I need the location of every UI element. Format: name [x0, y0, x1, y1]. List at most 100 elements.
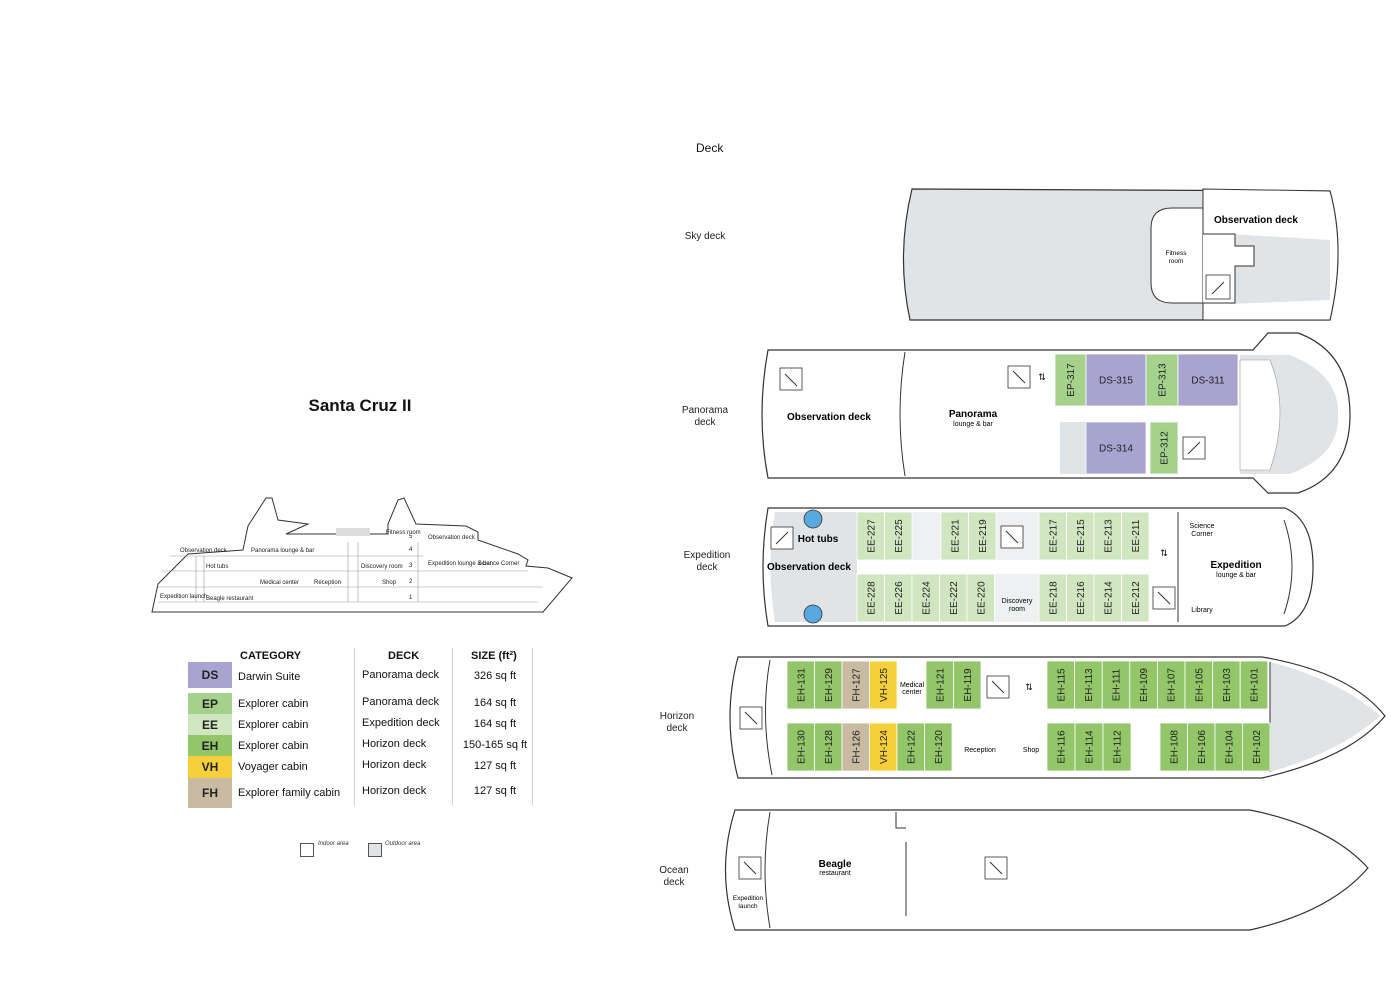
- outdoor-key-box: [368, 843, 382, 857]
- cabin-ds-311[interactable]: DS-311: [1177, 353, 1239, 407]
- profile-discovery-room: Discovery room: [361, 564, 403, 570]
- cabin-eh-122[interactable]: EH-122: [896, 722, 925, 772]
- cabin-eh-111[interactable]: EH-111: [1101, 660, 1131, 710]
- cabin-ee-211[interactable]: EE-211: [1121, 511, 1150, 561]
- cabin-label: EE-224: [921, 581, 932, 615]
- cabin-eh-101[interactable]: EH-101: [1239, 660, 1269, 710]
- sky-observation-deck-label: Observation deck: [1214, 215, 1298, 226]
- cabin-ee-214[interactable]: EE-214: [1093, 573, 1122, 623]
- cabin-eh-129[interactable]: EH-129: [814, 660, 843, 710]
- cabin-label: EE-222: [949, 581, 960, 615]
- cabin-eh-107[interactable]: EH-107: [1157, 660, 1186, 710]
- legend-deck-name: Panorama deck: [362, 669, 440, 681]
- cabin-label: EE-220: [976, 581, 987, 615]
- cabin-ee-224[interactable]: EE-224: [911, 573, 940, 623]
- reception-label: Reception: [964, 747, 996, 754]
- cabin-ee-216[interactable]: EE-216: [1066, 573, 1095, 623]
- cabin-ee-228[interactable]: EE-228: [856, 573, 885, 623]
- cabin-eh-115[interactable]: EH-115: [1046, 660, 1076, 710]
- cabin-ep-317[interactable]: EP-317: [1054, 353, 1087, 407]
- deck-header: Deck: [696, 141, 724, 155]
- cabin-ds-315[interactable]: DS-315: [1085, 353, 1147, 407]
- cabin-fh-126[interactable]: FH-126: [841, 722, 870, 772]
- cabin-eh-105[interactable]: EH-105: [1184, 660, 1214, 710]
- cabin-label: EE-212: [1131, 581, 1142, 615]
- cabin-eh-119[interactable]: EH-119: [953, 660, 982, 710]
- legend-swatch: FH: [188, 778, 232, 808]
- cabin-ds-314[interactable]: DS-314: [1085, 421, 1147, 475]
- cabin-label: EH-104: [1224, 730, 1235, 764]
- cabin-ee-227[interactable]: EE-227: [856, 511, 885, 561]
- sky-deck-label: Sky deck: [684, 231, 726, 242]
- profile-deck-number: 3: [409, 563, 413, 569]
- cabin-label: EE-213: [1103, 519, 1114, 553]
- cabin-label: FH-127: [851, 668, 862, 702]
- cabin-eh-120[interactable]: EH-120: [924, 722, 953, 772]
- cabin-label: EH-108: [1169, 730, 1180, 764]
- cabin-ee-217[interactable]: EE-217: [1038, 511, 1067, 561]
- cabin-label: EP-317: [1066, 363, 1077, 397]
- cabin-eh-131[interactable]: EH-131: [786, 660, 815, 710]
- cabin-ee-213[interactable]: EE-213: [1093, 511, 1122, 561]
- cabin-ee-226[interactable]: EE-226: [884, 573, 913, 623]
- cabin-eh-108[interactable]: EH-108: [1159, 722, 1188, 772]
- cabin-fh-127[interactable]: FH-127: [841, 660, 870, 710]
- cabin-ep-313[interactable]: EP-313: [1145, 353, 1179, 407]
- cabin-vh-125[interactable]: VH-125: [869, 660, 898, 710]
- cabin-label: EE-211: [1131, 519, 1142, 552]
- cabin-label: DS-315: [1099, 376, 1133, 387]
- profile-science-corner: Science Corner: [478, 561, 519, 567]
- cabin-ee-212[interactable]: EE-212: [1121, 573, 1150, 623]
- ship-profile: Observation deck Panorama lounge & bar F…: [151, 497, 573, 613]
- expedition-observation-deck-label: Observation deck: [767, 562, 851, 573]
- cabin-eh-106[interactable]: EH-106: [1187, 722, 1216, 772]
- cabin-ee-222[interactable]: EE-222: [939, 573, 968, 623]
- cabin-label: EH-121: [935, 668, 946, 702]
- cabin-ee-215[interactable]: EE-215: [1066, 511, 1095, 561]
- cabin-eh-130[interactable]: EH-130: [786, 722, 815, 772]
- profile-deck-number: 4: [409, 547, 413, 553]
- cabin-eh-112[interactable]: EH-112: [1102, 722, 1132, 772]
- cabin-ee-219[interactable]: EE-219: [968, 511, 997, 561]
- cabin-ee-225[interactable]: EE-225: [884, 511, 913, 561]
- cabin-ee-220[interactable]: EE-220: [966, 573, 995, 623]
- cabin-ee-221[interactable]: EE-221: [940, 511, 969, 561]
- profile-beagle-restaurant: Beagle restaurant: [206, 596, 254, 602]
- science-corner-label: Science: [1190, 523, 1215, 530]
- cabin-ep-312[interactable]: EP-312: [1149, 421, 1179, 475]
- cabin-eh-128[interactable]: EH-128: [814, 722, 843, 772]
- cabin-eh-121[interactable]: EH-121: [925, 660, 954, 710]
- cabin-vh-124[interactable]: VH-124: [869, 722, 898, 772]
- cabin-label: EH-128: [824, 730, 835, 764]
- cabin-eh-104[interactable]: EH-104: [1214, 722, 1243, 772]
- cabin-eh-109[interactable]: EH-109: [1129, 660, 1158, 710]
- hot-tubs-label: Hot tubs: [798, 534, 839, 545]
- medical-center-label: Medical: [900, 682, 925, 689]
- cabin-label: DS-314: [1099, 444, 1133, 455]
- ship-hull-outline: [151, 497, 573, 613]
- legend-size: 164 sq ft: [473, 718, 517, 730]
- indoor-key-box: [300, 843, 314, 857]
- legend-category-name: Explorer cabin: [238, 719, 309, 731]
- legend-size: 150-165 sq ft: [462, 739, 528, 751]
- cabin-label: EE-217: [1048, 519, 1059, 553]
- cabin-label: VH-125: [879, 668, 890, 702]
- cabin-eh-114[interactable]: EH-114: [1074, 722, 1104, 772]
- cabin-eh-102[interactable]: EH-102: [1242, 722, 1271, 772]
- cabin-eh-113[interactable]: EH-113: [1074, 660, 1103, 710]
- cabin-eh-116[interactable]: EH-116: [1046, 722, 1076, 772]
- legend-deck-name: Horizon deck: [362, 738, 427, 750]
- cabin-label: EH-119: [963, 668, 974, 702]
- cabin-eh-103[interactable]: EH-103: [1212, 660, 1241, 710]
- cabin-ee-218[interactable]: EE-218: [1038, 573, 1067, 623]
